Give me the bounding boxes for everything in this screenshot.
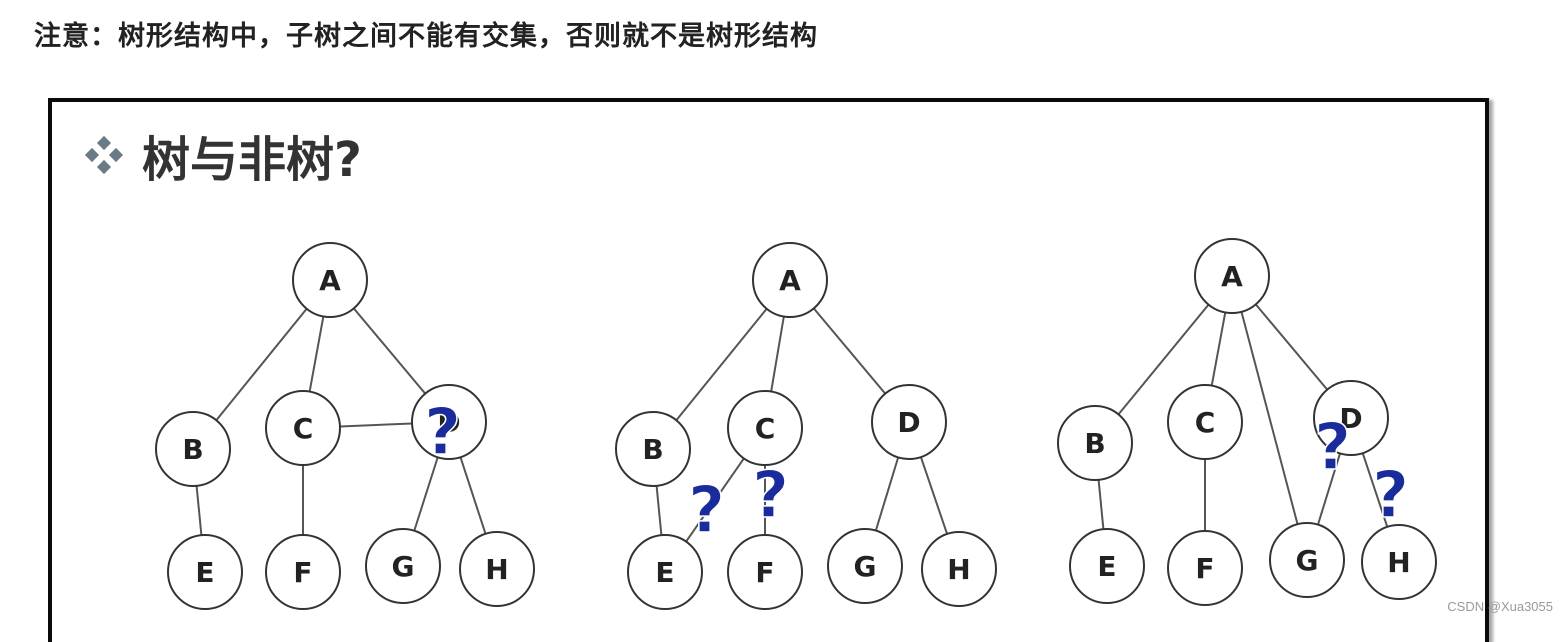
tree3-node-h: H [1362, 525, 1436, 599]
tree2-node-g: G [828, 529, 902, 603]
svg-text:E: E [1097, 550, 1116, 583]
tree2-edge-d-g [876, 457, 898, 530]
tree1-node-f: F [266, 535, 340, 609]
svg-text:C: C [1195, 406, 1216, 439]
tree3-node-a: A [1195, 239, 1269, 313]
tree2-edge-b-e [657, 486, 662, 535]
svg-text:B: B [642, 433, 663, 466]
svg-text:H: H [485, 553, 508, 586]
svg-text:A: A [779, 264, 801, 297]
svg-text:F: F [755, 556, 774, 589]
svg-text:H: H [1387, 546, 1410, 579]
tree1-node-c: C [266, 391, 340, 465]
svg-text:E: E [195, 556, 214, 589]
tree2-question-mark-2: ? [752, 459, 789, 533]
svg-text:F: F [293, 556, 312, 589]
tree1-question-mark-1: ? [424, 396, 461, 470]
tree1-edge-a-c [310, 316, 324, 391]
tree3-edge-b-e [1099, 480, 1104, 529]
tree1-node-e: E [168, 535, 242, 609]
svg-text:H: H [947, 553, 970, 586]
tree1-edge-b-e [197, 486, 202, 535]
tree1-edge-a-d [354, 308, 425, 393]
tree2-edge-a-c [771, 316, 784, 391]
tree3-node-b: B [1058, 406, 1132, 480]
tree3-node-c: C [1168, 385, 1242, 459]
svg-text:B: B [182, 433, 203, 466]
svg-text:A: A [319, 264, 341, 297]
svg-text:D: D [897, 406, 920, 439]
tree3-edge-a-c [1212, 312, 1226, 385]
tree2-node-b: B [616, 412, 690, 486]
svg-text:G: G [392, 550, 415, 583]
svg-text:F: F [1195, 552, 1214, 585]
svg-text:B: B [1084, 427, 1105, 460]
tree1-node-h: H [460, 532, 534, 606]
tree3-node-e: E [1070, 529, 1144, 603]
tree3-node-g: G [1270, 523, 1344, 597]
svg-text:A: A [1221, 260, 1243, 293]
tree1-node-b: B [156, 412, 230, 486]
tree1-edge-c-d [340, 424, 412, 427]
tree2-node-d: D [872, 385, 946, 459]
tree2-node-f: F [728, 535, 802, 609]
svg-text:G: G [854, 550, 877, 583]
tree2-question-mark-1: ? [688, 474, 725, 548]
svg-text:C: C [293, 412, 314, 445]
tree3-question-mark-1: ? [1314, 411, 1351, 485]
tree2-node-a: A [753, 243, 827, 317]
tree3-node-f: F [1168, 531, 1242, 605]
tree1-edge-d-h [460, 457, 485, 534]
tree3-question-mark-2: ? [1372, 459, 1409, 533]
tree2-node-h: H [922, 532, 996, 606]
svg-text:G: G [1296, 544, 1319, 577]
svg-text:C: C [755, 412, 776, 445]
watermark: CSDN @Xua3055 [1447, 599, 1553, 614]
note-text: 注意：树形结构中，子树之间不能有交集，否则就不是树形结构 [34, 14, 818, 53]
tree1-node-g: G [366, 529, 440, 603]
tree2-edge-a-d [814, 308, 885, 393]
tree3-edge-a-d [1256, 304, 1327, 389]
svg-text:E: E [655, 556, 674, 589]
tree1-node-a: A [293, 243, 367, 317]
tree2-edge-d-h [921, 457, 947, 534]
tree2-node-c: C [728, 391, 802, 465]
